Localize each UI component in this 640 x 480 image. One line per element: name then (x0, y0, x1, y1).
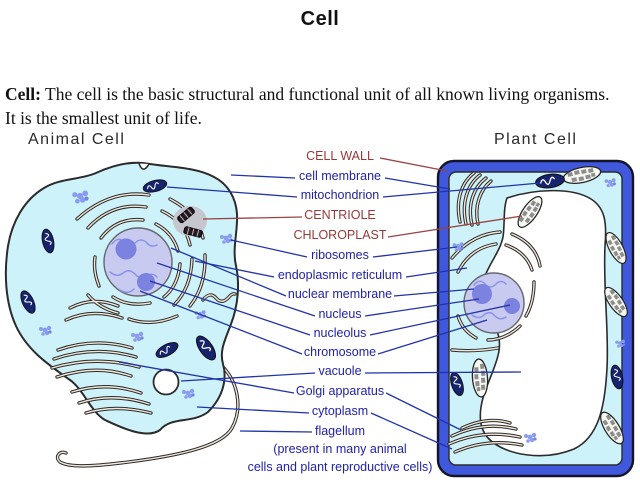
animal-cell (4, 161, 240, 468)
label-mitochondrion: mitochondrion (300, 188, 380, 202)
label-nucleolus: nucleolus (313, 326, 367, 340)
label-cell-wall: CELL WALL (306, 149, 374, 163)
label-golgi-apparatus: Golgi apparatus (295, 384, 385, 398)
label-flagellum-note-2: cells and plant reproductive cells) (247, 460, 433, 474)
plant-cell (436, 159, 635, 478)
intro-text: Cell: The cell is the basic structural a… (5, 82, 617, 130)
animal-nucleolus (115, 238, 137, 260)
plant-nucleus (463, 272, 525, 334)
animal-vacuole (152, 368, 180, 396)
label-chromosome: chromosome (303, 345, 377, 359)
leader-lines (118, 157, 541, 450)
label-flagellum-note-1: (present in many animal (273, 442, 407, 456)
slide-title: Cell (300, 8, 340, 30)
label-cytoplasm: cytoplasm (311, 404, 369, 418)
label-nuclear-membrane: nuclear membrane (287, 287, 393, 301)
animal-nucleus (103, 227, 173, 297)
intro-definition: The cell is the basic structural and fun… (5, 83, 610, 128)
label-nucleus: nucleus (318, 307, 362, 321)
label-vacuole: vacuole (318, 364, 362, 378)
centriole-shape (173, 206, 207, 238)
pinocytotic-notch (138, 163, 150, 170)
label-ribosomes: ribosomes (311, 248, 369, 262)
animal-cell-heading: Animal Cell (28, 131, 126, 148)
label-flagellum: flagellum (314, 424, 366, 438)
label-endoplasmic-reticulum: endoplasmic reticulum (277, 268, 403, 282)
label-centriole: CENTRIOLE (304, 208, 376, 222)
plant-nucleolus-2 (504, 298, 520, 314)
label-cell-membrane: cell membrane (299, 169, 381, 183)
animal-nucleolus-2 (137, 273, 155, 291)
intro-term: Cell: (5, 83, 41, 104)
label-chloroplast: CHLOROPLAST (293, 228, 387, 242)
plant-cell-heading: Plant Cell (494, 131, 578, 148)
